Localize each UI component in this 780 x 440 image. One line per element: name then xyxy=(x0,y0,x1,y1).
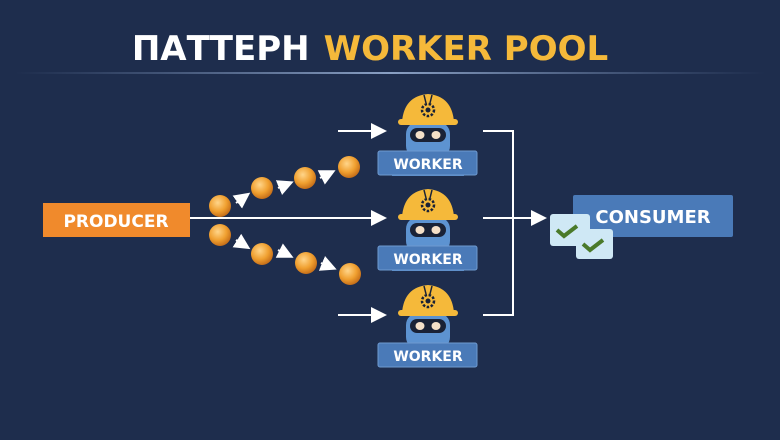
page-title: ПАТТЕРН WORKER POOL xyxy=(132,29,608,69)
task-arrow xyxy=(317,170,336,185)
completed-tasks-icon xyxy=(550,214,613,259)
worker-label: WORKER xyxy=(393,157,463,173)
worker-output-bracket xyxy=(483,130,514,316)
task-arrow xyxy=(275,180,294,195)
title-prefix: ПАТТЕРН xyxy=(132,29,310,69)
task-arrow xyxy=(232,192,251,209)
task-ball xyxy=(209,224,231,246)
worker-3: WORKER xyxy=(377,283,478,369)
task-ball xyxy=(251,177,273,199)
task-arrow xyxy=(275,243,294,258)
task-stream-lower xyxy=(209,224,361,285)
task-ball xyxy=(294,167,316,189)
task-ball xyxy=(339,263,361,285)
title-divider xyxy=(15,72,765,74)
task-ball xyxy=(209,195,231,217)
producer-box: PRODUCER xyxy=(43,203,190,237)
task-arrow xyxy=(318,256,337,271)
task-ball xyxy=(295,252,317,274)
worker-label: WORKER xyxy=(393,349,463,365)
worker-2: WORKER xyxy=(377,187,478,273)
worker-1: WORKER xyxy=(377,92,478,178)
title-highlight: WORKER POOL xyxy=(324,29,609,69)
consumer-label: CONSUMER xyxy=(595,207,710,228)
producer-label: PRODUCER xyxy=(63,212,168,232)
task-ball xyxy=(338,156,360,178)
consumer-box: CONSUMER xyxy=(573,195,733,237)
task-stream-upper xyxy=(209,156,360,217)
task-arrow xyxy=(232,233,251,250)
task-ball xyxy=(251,243,273,265)
worker-label: WORKER xyxy=(393,252,463,268)
